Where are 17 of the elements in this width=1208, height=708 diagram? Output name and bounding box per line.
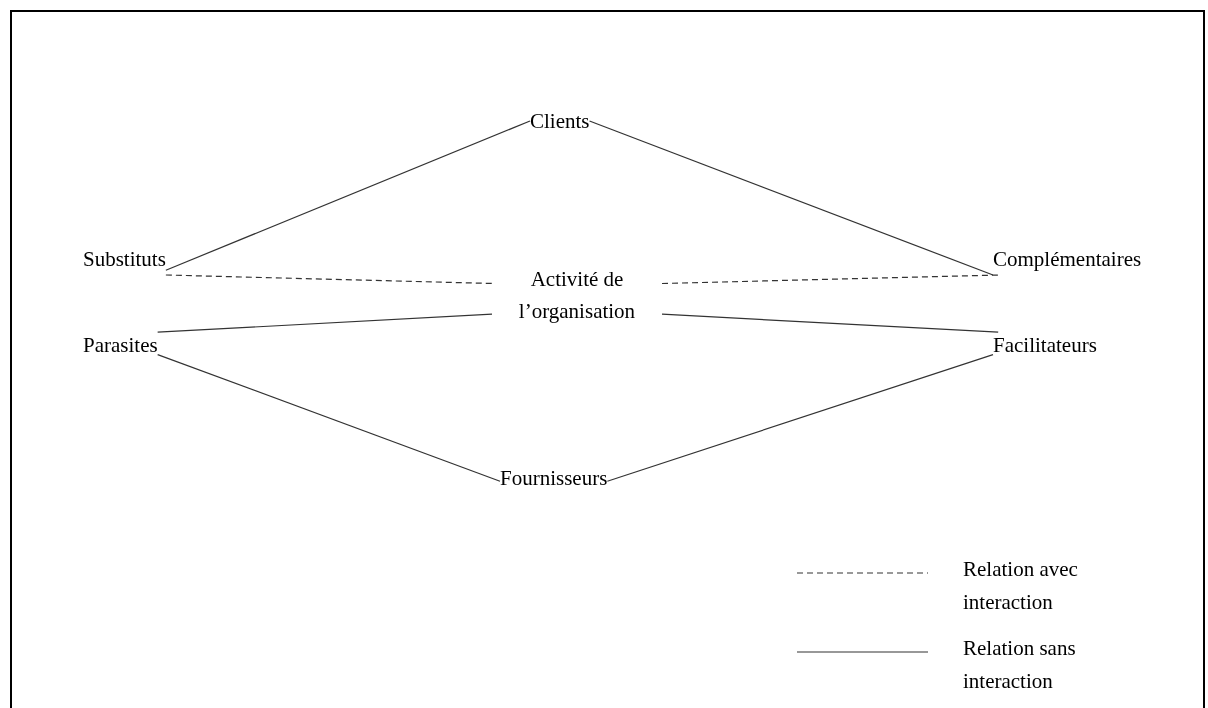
connector-line	[661, 313, 999, 333]
node-label: Fournisseurs	[500, 465, 608, 492]
node-label: Clients	[530, 108, 590, 135]
node-label: Activité de l’organisation	[517, 266, 637, 325]
connector-line	[157, 354, 501, 482]
dashed-line	[165, 274, 493, 285]
node-label: Complémentaires	[993, 246, 1142, 273]
connector-line	[157, 313, 493, 333]
legend-text: Relation sans interaction	[963, 635, 1077, 695]
dashed-line	[661, 274, 1001, 285]
legend-text: Relation avec interaction	[963, 556, 1079, 616]
node-label: Facilitateurs	[993, 332, 1097, 359]
connector-line	[606, 354, 994, 482]
node-label: Substituts	[83, 246, 166, 273]
connector-line	[588, 120, 994, 276]
node-label: Parasites	[83, 332, 158, 359]
connector-line	[165, 120, 531, 271]
